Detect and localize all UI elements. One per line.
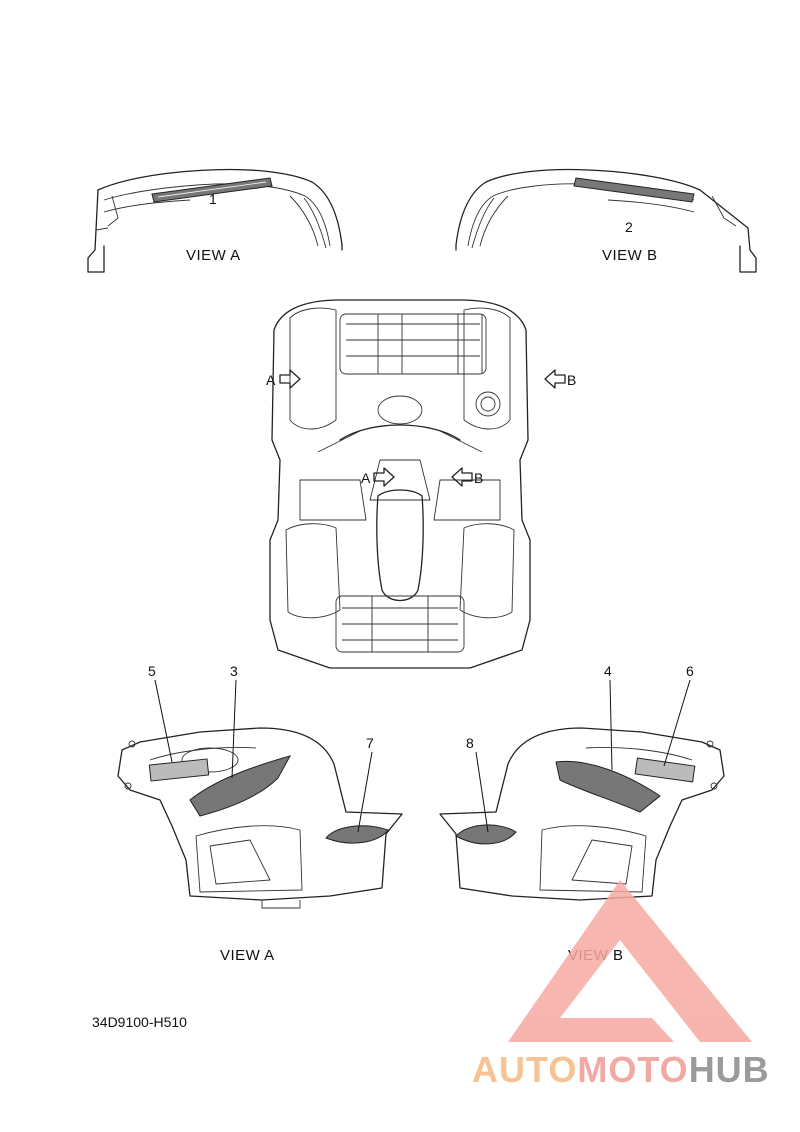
arrow-label-b-inner: B bbox=[474, 470, 483, 486]
decal-7 bbox=[325, 825, 389, 844]
callout-5: 5 bbox=[148, 663, 156, 679]
watermark-logo: AUTOMOTOHUB bbox=[472, 880, 770, 1090]
callout-7: 7 bbox=[366, 735, 374, 751]
callout-4: 4 bbox=[604, 663, 612, 679]
decal-4 bbox=[555, 760, 661, 813]
view-label-top-a: VIEW A bbox=[186, 247, 241, 264]
diagram-code: 34D9100-H510 bbox=[92, 1014, 187, 1030]
fender-view-a bbox=[87, 168, 343, 273]
arrow-b-inner: B bbox=[451, 467, 483, 487]
callout-8: 8 bbox=[466, 735, 474, 751]
arrow-b-outer: B bbox=[544, 369, 576, 389]
view-label-bottom-a: VIEW A bbox=[220, 947, 275, 964]
side-cover-view-a bbox=[117, 727, 403, 909]
arrow-label-a-inner: A bbox=[361, 470, 371, 486]
decal-5 bbox=[148, 758, 210, 782]
fender-view-b bbox=[455, 168, 757, 273]
view-label-top-b: VIEW B bbox=[602, 247, 658, 264]
decal-6 bbox=[634, 757, 696, 783]
decal-1 bbox=[151, 177, 273, 203]
decal-2 bbox=[573, 177, 695, 203]
atv-top-view bbox=[269, 299, 531, 669]
arrow-label-b-outer: B bbox=[567, 372, 576, 388]
callout-3: 3 bbox=[230, 663, 238, 679]
callout-6: 6 bbox=[686, 663, 694, 679]
watermark-text: AUTOMOTOHUB bbox=[472, 1049, 770, 1090]
arrow-label-a-outer: A bbox=[266, 372, 276, 388]
decal-8 bbox=[455, 824, 517, 845]
watermark-auto: AUTO bbox=[472, 1049, 577, 1090]
side-cover-view-b bbox=[439, 727, 725, 901]
callout-2: 2 bbox=[625, 219, 633, 235]
decal-3 bbox=[189, 755, 292, 817]
arrow-a-inner: A bbox=[361, 467, 395, 487]
watermark-triangle-icon bbox=[508, 880, 752, 1042]
watermark-hub: HUB bbox=[689, 1049, 770, 1090]
watermark-moto: MOTO bbox=[577, 1049, 688, 1090]
arrow-a-outer: A bbox=[266, 369, 301, 389]
callout-1: 1 bbox=[209, 191, 217, 207]
